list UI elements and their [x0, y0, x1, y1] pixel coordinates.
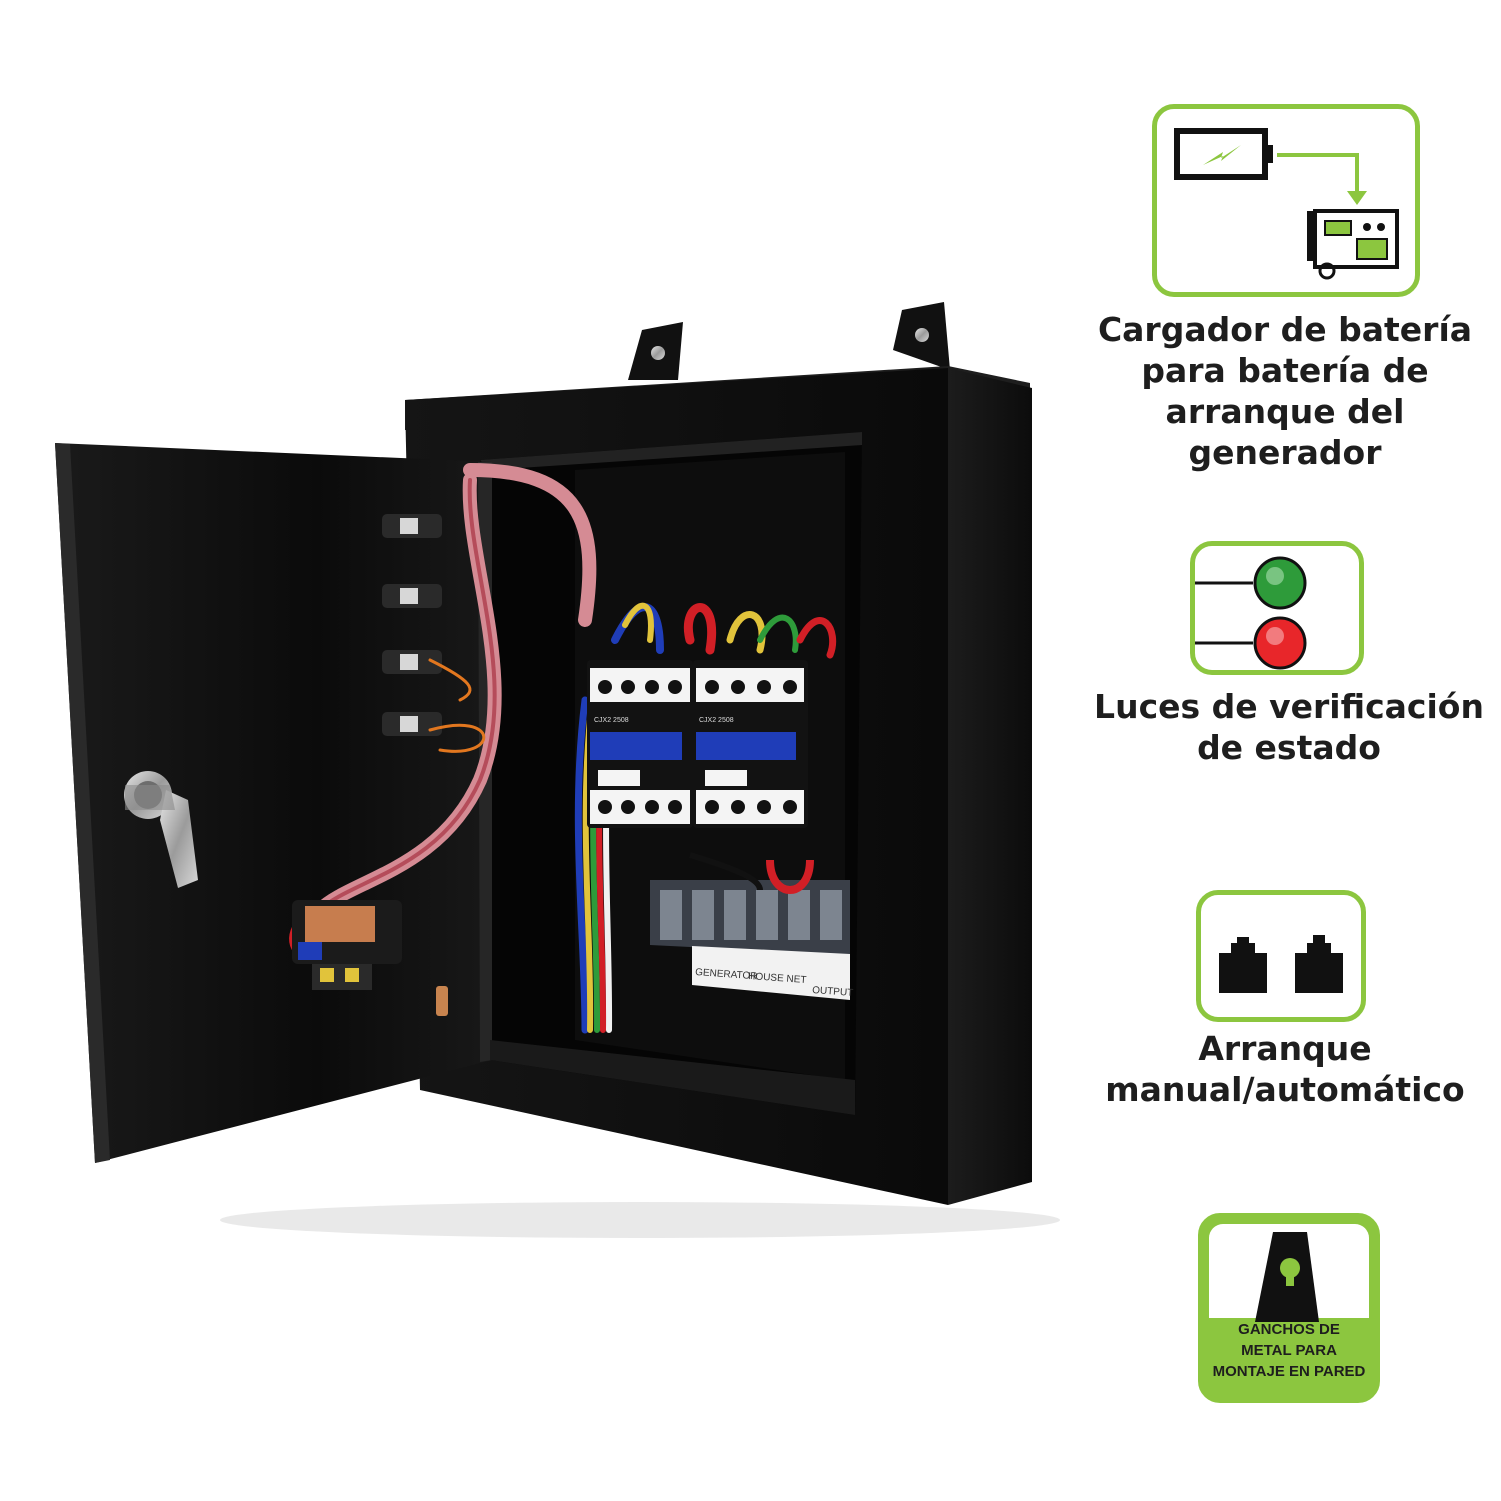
enclosure-door	[55, 443, 492, 1163]
relay-module	[292, 900, 402, 990]
cable-harness	[289, 463, 597, 958]
terminal-label-house-net: HOUSE NET	[748, 971, 807, 986]
feature-battery-label-line-1: Cargador de batería	[1097, 310, 1473, 349]
feature-start-label-line-1: Arranque	[1198, 1029, 1372, 1068]
door-ground-bolt	[436, 986, 448, 1016]
battery-to-generator-icon	[1174, 128, 1399, 280]
terminal-block: GENERATOR HOUSE NET OUTPUT	[650, 852, 854, 1000]
manual-auto-start-icon	[1219, 935, 1343, 993]
feature-battery-label-line-2: para batería de	[1141, 351, 1429, 390]
feature-hooks-badge: GANCHOS DE METAL PARA MONTAJE EN PARED	[1198, 1213, 1380, 1403]
hooks-badge-line-3: MONTAJE EN PARED	[1212, 1363, 1366, 1380]
feature-status-label: Luces de verificación de estado	[1080, 686, 1498, 768]
terminal-label-generator: GENERATOR	[695, 967, 758, 982]
feature-start-label-line-2: manual/automático	[1105, 1070, 1465, 1109]
feature-status-label-line-1: Luces de verificación	[1094, 687, 1484, 726]
contactor-right: CJX2 2508	[693, 660, 808, 828]
contactor-left-model: CJX2 2508	[594, 717, 629, 724]
cam-lock	[124, 771, 198, 888]
status-lights-icon	[1195, 556, 1307, 670]
hooks-badge-line-1: GANCHOS DE	[1238, 1321, 1340, 1338]
feature-status-icon-box	[1190, 541, 1364, 675]
mounting-tab-left	[628, 322, 683, 380]
feature-battery-icon-box	[1152, 104, 1420, 297]
contactor-left: CJX2 2508	[587, 660, 693, 828]
door-connectors	[382, 514, 442, 736]
feature-start-label: Arranque manual/automático	[1080, 1028, 1490, 1110]
feature-battery-label: Cargador de batería para batería de arra…	[1070, 309, 1500, 473]
feature-status-label-line-2: de estado	[1197, 728, 1381, 767]
hooks-badge-line-2: METAL PARA	[1241, 1342, 1337, 1359]
mounting-tab-right	[893, 302, 950, 370]
terminal-label-output: OUTPUT	[812, 985, 854, 999]
contactor-right-model: CJX2 2508	[699, 717, 734, 724]
floor-shadow	[220, 1202, 1060, 1238]
cabinet-floor	[490, 1040, 855, 1115]
product-photo: CJX2 2508 CJX2 2508 GENERATOR HOUSE NET …	[55, 302, 1060, 1238]
feature-battery-label-line-3: arranque del generador	[1165, 392, 1405, 472]
feature-start-icon-box	[1196, 890, 1366, 1022]
wall-hook-icon	[1255, 1232, 1319, 1322]
